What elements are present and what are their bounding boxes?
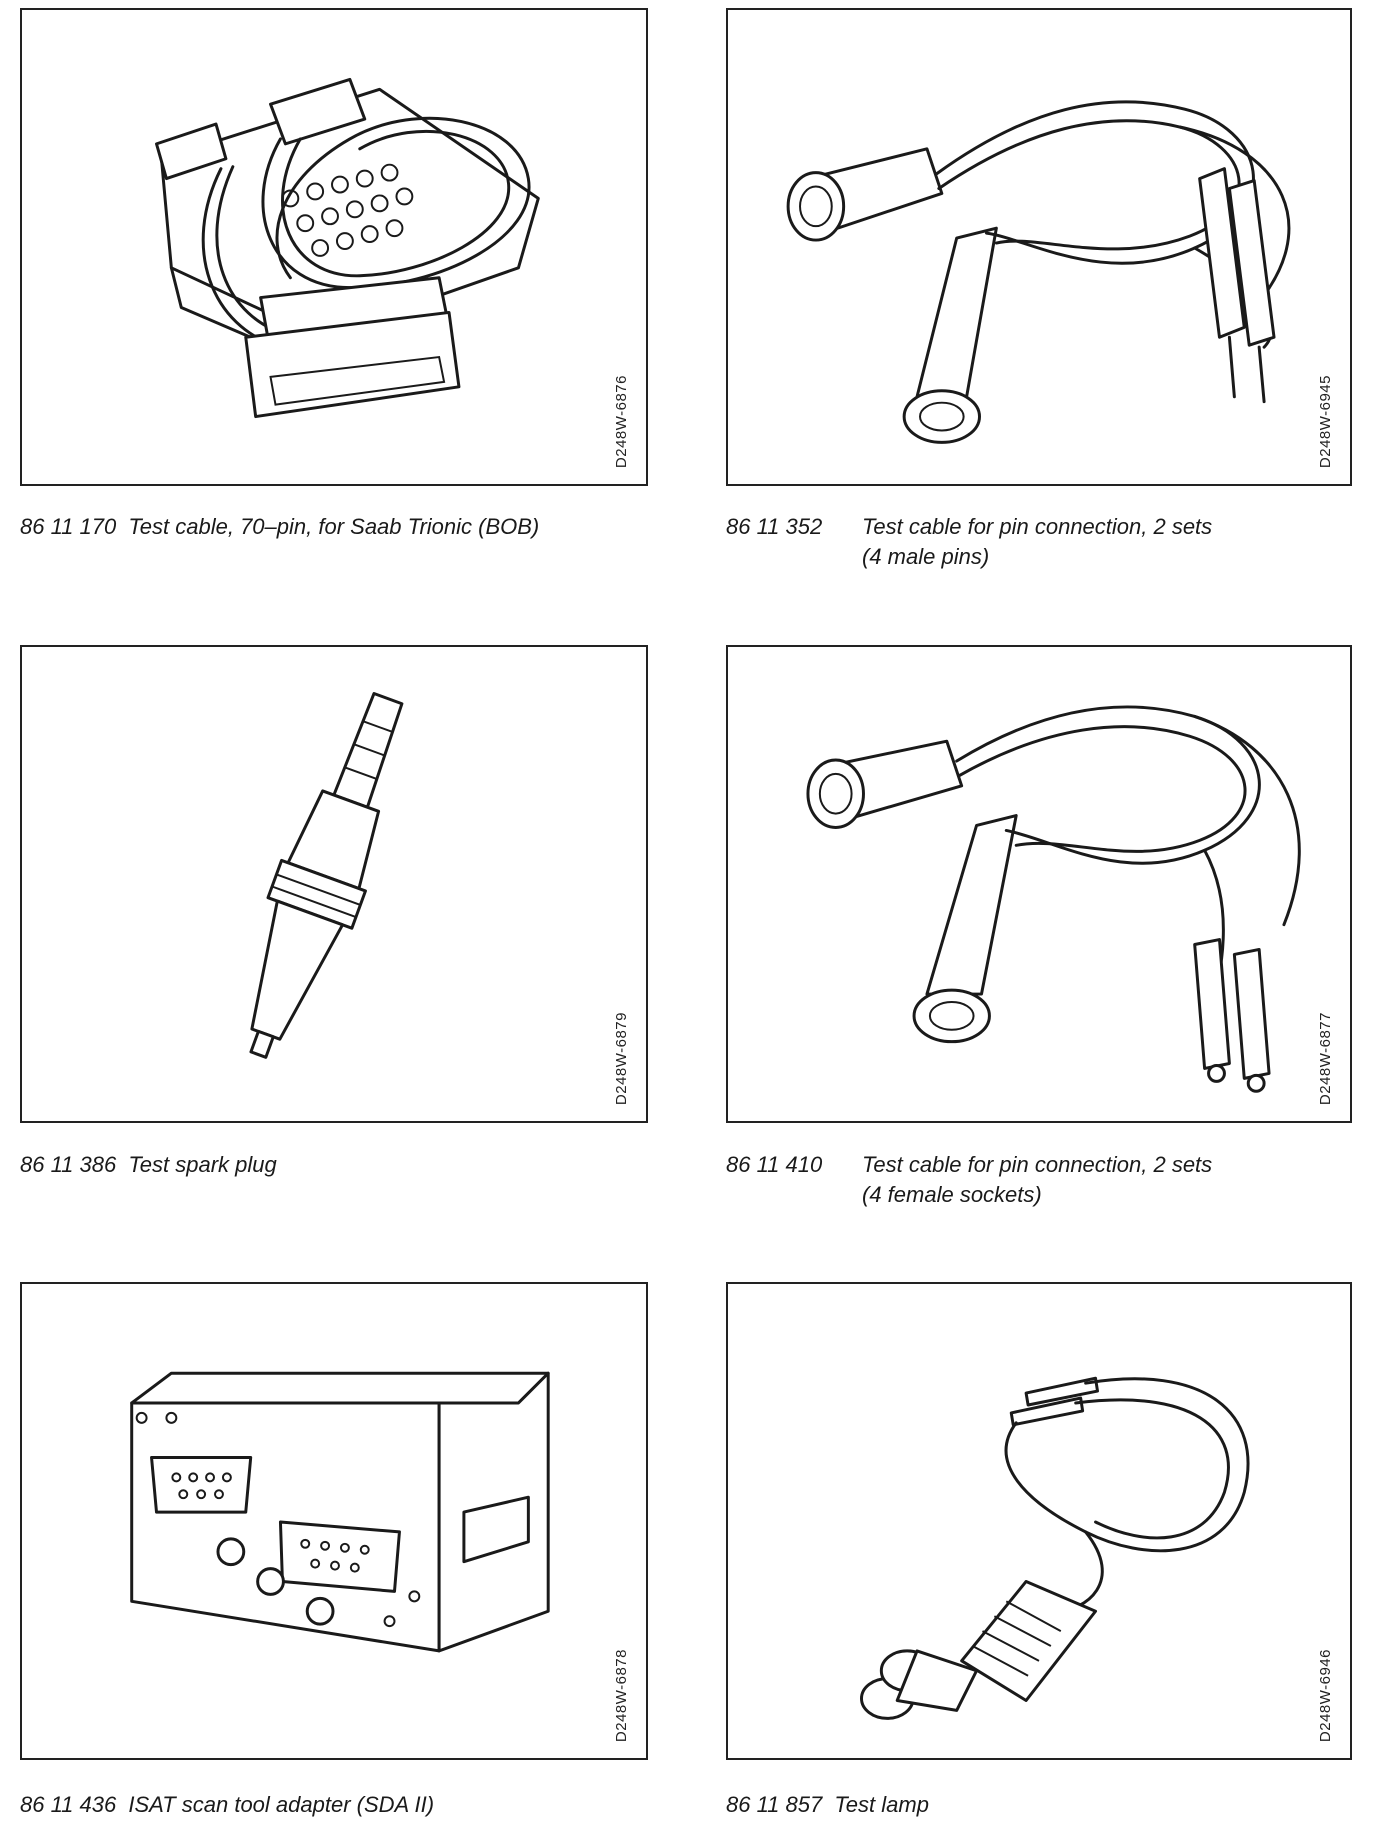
figure-code: D248W-6946 <box>1317 1648 1334 1742</box>
part-number: 86 11 857 <box>726 1792 823 1817</box>
test-cable-male-drawing <box>786 100 1291 444</box>
caption-86-11-410: 86 11 410 Test cable for pin connection, … <box>726 1150 1212 1210</box>
figure-code: D248W-6945 <box>1317 374 1334 468</box>
part-number: 86 11 386 <box>20 1152 117 1177</box>
caption-86-11-857: 86 11 857 Test lamp <box>726 1790 929 1820</box>
illustration-panel-scan-tool-adapter: D248W-6878 <box>20 1282 648 1760</box>
part-number: 86 11 436 <box>20 1792 117 1817</box>
part-description: ISAT scan tool adapter (SDA II) <box>128 1792 435 1817</box>
figure-code: D248W-6878 <box>613 1648 630 1742</box>
caption-86-11-386: 86 11 386 Test spark plug <box>20 1150 277 1180</box>
illustration-panel-test-cable-male: D248W-6945 <box>726 8 1352 486</box>
figure-code: D248W-6876 <box>613 374 630 468</box>
part-number: 86 11 170 <box>20 514 117 539</box>
illustration-panel-test-lamp: D248W-6946 <box>726 1282 1352 1760</box>
illustration-panel-test-cable-70pin: D248W-6876 <box>20 8 648 486</box>
part-description: Test lamp <box>834 1792 929 1817</box>
caption-86-11-436: 86 11 436 ISAT scan tool adapter (SDA II… <box>20 1790 434 1820</box>
caption-86-11-170: 86 11 170 Test cable, 70–pin, for Saab T… <box>20 512 539 542</box>
scan-tool-adapter-drawing <box>130 1371 550 1653</box>
part-number: 86 11 410 <box>726 1152 823 1177</box>
part-description: Test cable for pin connection, 2 sets <box>862 514 1213 539</box>
spark-plug-drawing <box>249 692 404 1059</box>
caption-86-11-352: 86 11 352 Test cable for pin connection, … <box>726 512 1212 572</box>
part-description: Test cable for pin connection, 2 sets <box>862 1152 1213 1177</box>
figure-code: D248W-6879 <box>613 1011 630 1105</box>
test-lamp-drawing <box>860 1376 1250 1720</box>
part-description: Test cable, 70–pin, for Saab Trionic (BO… <box>128 514 540 539</box>
illustration-panel-test-cable-female: D248W-6877 <box>726 645 1352 1123</box>
figure-code: D248W-6877 <box>1317 1011 1334 1105</box>
illustration-panel-spark-plug: D248W-6879 <box>20 645 648 1123</box>
test-cable-female-drawing <box>806 705 1301 1093</box>
part-number: 86 11 352 <box>726 514 823 539</box>
test-cable-70pin-drawing <box>155 77 540 419</box>
part-description: Test spark plug <box>128 1152 277 1177</box>
part-description-line2: (4 male pins) <box>862 544 990 569</box>
part-description-line2: (4 female sockets) <box>862 1182 1042 1207</box>
